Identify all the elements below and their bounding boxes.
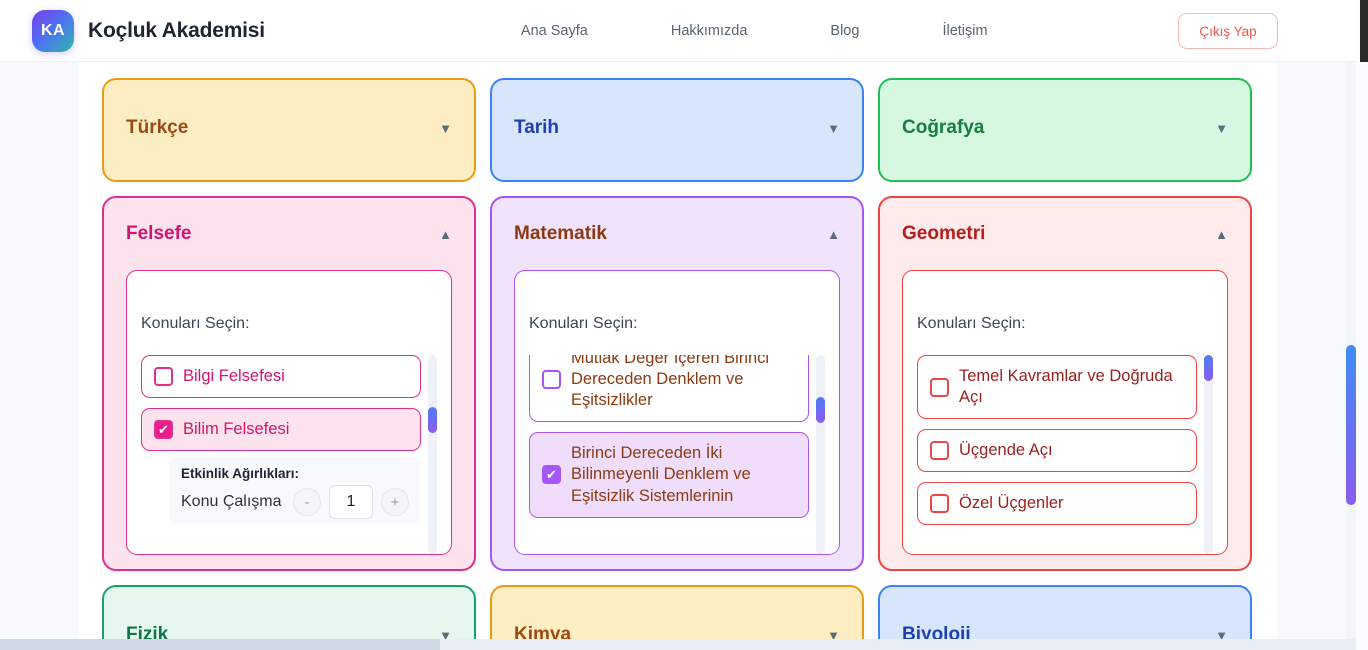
topics-panel-felsefe: Konuları Seçin: Bilgi FelsefesiBilim Fels… xyxy=(126,270,452,555)
topic-label: Özel Üçgenler xyxy=(959,494,1064,513)
subject-card-turkce[interactable]: Türkçe ▼ xyxy=(102,78,476,182)
subject-card-tarih[interactable]: Tarih ▼ xyxy=(490,78,864,182)
checkbox-icon[interactable] xyxy=(930,441,949,461)
decrement-button[interactable]: - xyxy=(293,488,321,517)
topic-list-scrollbar-track-felsefe[interactable] xyxy=(428,355,437,554)
activity-weights-panel: Etkinlik Ağırlıkları: Konu Çalışma-1 + xyxy=(169,457,421,526)
weight-stepper: -1 + xyxy=(293,485,409,520)
chevron-down-icon-fizik[interactable]: ▼ xyxy=(439,627,452,643)
card-title-felsefe: Felsefe xyxy=(126,223,192,244)
topic-list-scrollbar-thumb-matematik[interactable] xyxy=(816,397,825,423)
select-topics-label-matematik: Konuları Seçin: xyxy=(529,315,638,332)
topic-row[interactable]: Birinci Dereceden İki Bilinmeyenli Denkl… xyxy=(529,432,809,518)
nav-links: Ana Sayfa Hakkımızda Blog İletişim xyxy=(517,17,992,45)
nav-link-1[interactable]: Hakkımızda xyxy=(670,22,748,39)
right-gutter xyxy=(1356,0,1368,650)
top-navbar: KA Koçluk Akademisi Ana Sayfa Hakkımızda B… xyxy=(0,0,1356,62)
subject-card-grid: Türkçe ▼ Tarih ▼ Coğrafya ▼ Felsefe ▲ Konuları S… xyxy=(102,78,1254,650)
topic-label: Üçgende Açı xyxy=(959,441,1053,460)
topic-row[interactable]: Bilgi Felsefesi xyxy=(141,355,421,399)
card-header-felsefe[interactable]: Felsefe ▲ xyxy=(104,210,474,258)
card-header-turkce[interactable]: Türkçe ▼ xyxy=(104,104,474,152)
chevron-up-icon-matematik[interactable]: ▲ xyxy=(827,226,840,242)
nav-link-0[interactable]: Ana Sayfa xyxy=(520,22,588,39)
select-topics-label-felsefe: Konuları Seçin: xyxy=(141,315,250,332)
topic-list-scrollbar-thumb-felsefe[interactable] xyxy=(428,407,437,433)
weight-name: Konu Çalışma xyxy=(181,493,282,511)
topic-list-scrollbar-track-geometri[interactable] xyxy=(1204,355,1213,554)
chevron-down-icon-turkce[interactable]: ▼ xyxy=(439,120,452,136)
activity-weights-title: Etkinlik Ağırlıkları: xyxy=(181,466,300,482)
chevron-up-icon-geometri[interactable]: ▲ xyxy=(1215,226,1228,242)
subject-card-cografya[interactable]: Coğrafya ▼ xyxy=(878,78,1252,182)
nav-link-3[interactable]: İletişim xyxy=(942,22,988,39)
nav-link-2[interactable]: Blog xyxy=(830,22,860,39)
checkbox-checked-icon[interactable] xyxy=(154,420,173,440)
card-header-tarih[interactable]: Tarih ▼ xyxy=(492,104,862,152)
topic-row[interactable]: Üçgende Açı xyxy=(917,429,1197,473)
brand[interactable]: KA Koçluk Akademisi xyxy=(32,9,265,52)
select-topics-label-geometri: Konuları Seçin: xyxy=(917,315,1026,332)
checkbox-icon[interactable] xyxy=(930,494,949,514)
topics-panel-matematik: Konuları Seçin: Mutlak Değer İçeren Birin… xyxy=(514,270,840,555)
weight-row: Konu Çalışma-1 + xyxy=(181,485,409,520)
checkbox-icon[interactable] xyxy=(154,367,173,387)
brand-title: Koçluk Akademisi xyxy=(88,18,265,42)
topic-label: Mutlak Değer İçeren Birinci Dereceden De… xyxy=(571,355,770,410)
topics-panel-geometri: Konuları Seçin: Temel Kavramlar ve Doğrud… xyxy=(902,270,1228,555)
subject-card-felsefe[interactable]: Felsefe▲Konuları Seçin:Bilgi FelsefesiBi… xyxy=(102,196,476,571)
card-title-matematik: Matematik xyxy=(514,223,607,244)
chevron-down-icon-cografya[interactable]: ▼ xyxy=(1215,120,1228,136)
card-title-tarih: Tarih xyxy=(514,117,560,138)
chevron-down-icon-biyoloji[interactable]: ▼ xyxy=(1215,627,1228,643)
increment-button[interactable]: + xyxy=(381,488,409,517)
card-title-geometri: Geometri xyxy=(902,223,986,244)
checkbox-icon[interactable] xyxy=(930,377,949,397)
logo-icon: KA xyxy=(32,9,74,52)
topic-label: Birinci Dereceden İki Bilinmeyenli Denkl… xyxy=(571,444,751,505)
card-title-cografya: Coğrafya xyxy=(902,117,985,138)
subject-card-geometri[interactable]: Geometri ▲ Konuları Seçin: Temel Kavramlar … xyxy=(878,196,1252,571)
card-header-cografya[interactable]: Coğrafya ▼ xyxy=(880,104,1250,152)
card-header-geometri[interactable]: Geometri ▲ xyxy=(880,210,1250,258)
topic-row[interactable]: Temel Kavramlar ve Doğruda Açı xyxy=(917,355,1197,420)
topic-row[interactable]: Mutlak Değer İçeren Birinci Dereceden De… xyxy=(529,355,809,423)
content-area: Türkçe ▼ Tarih ▼ Coğrafya ▼ Felsefe ▲ Konuları S… xyxy=(78,62,1277,650)
topic-label: Temel Kavramlar ve Doğruda Açı xyxy=(959,367,1173,407)
topic-list-scrollbar-thumb-geometri[interactable] xyxy=(1204,355,1213,381)
topic-row[interactable]: Özel Üçgenler xyxy=(917,482,1197,526)
horizontal-scrollbar-thumb[interactable] xyxy=(0,639,440,650)
page-scrollbar-thumb[interactable] xyxy=(1346,345,1356,505)
topic-list-scrollbar-track-matematik[interactable] xyxy=(816,355,825,554)
topic-row[interactable]: Bilim Felsefesi xyxy=(141,408,421,452)
subject-card-matematik[interactable]: Matematik ▲ Konuları Seçin: Mutlak Değer İç… xyxy=(490,196,864,571)
weight-value-input[interactable]: 1 xyxy=(329,485,373,520)
logout-button[interactable]: Çıkış Yap xyxy=(1178,13,1278,49)
chevron-down-icon-kimya[interactable]: ▼ xyxy=(827,627,840,643)
chevron-down-icon-tarih[interactable]: ▼ xyxy=(827,120,840,136)
topic-label: Bilim Felsefesi xyxy=(183,420,290,439)
horizontal-scrollbar-track[interactable] xyxy=(0,639,1356,650)
browser-scrollbar[interactable] xyxy=(1360,0,1368,62)
card-title-turkce: Türkçe xyxy=(126,117,189,138)
card-header-matematik[interactable]: Matematik ▲ xyxy=(492,210,862,258)
topic-items-matematik: Mutlak Değer İçeren Birinci Dereceden De… xyxy=(529,355,809,528)
checkbox-icon[interactable] xyxy=(542,370,561,390)
topic-list-matematik[interactable]: Mutlak Değer İçeren Birinci Dereceden De… xyxy=(529,355,825,554)
chevron-up-icon-felsefe[interactable]: ▲ xyxy=(439,226,452,242)
topic-label: Bilgi Felsefesi xyxy=(183,367,285,385)
checkbox-checked-icon[interactable] xyxy=(542,465,561,485)
